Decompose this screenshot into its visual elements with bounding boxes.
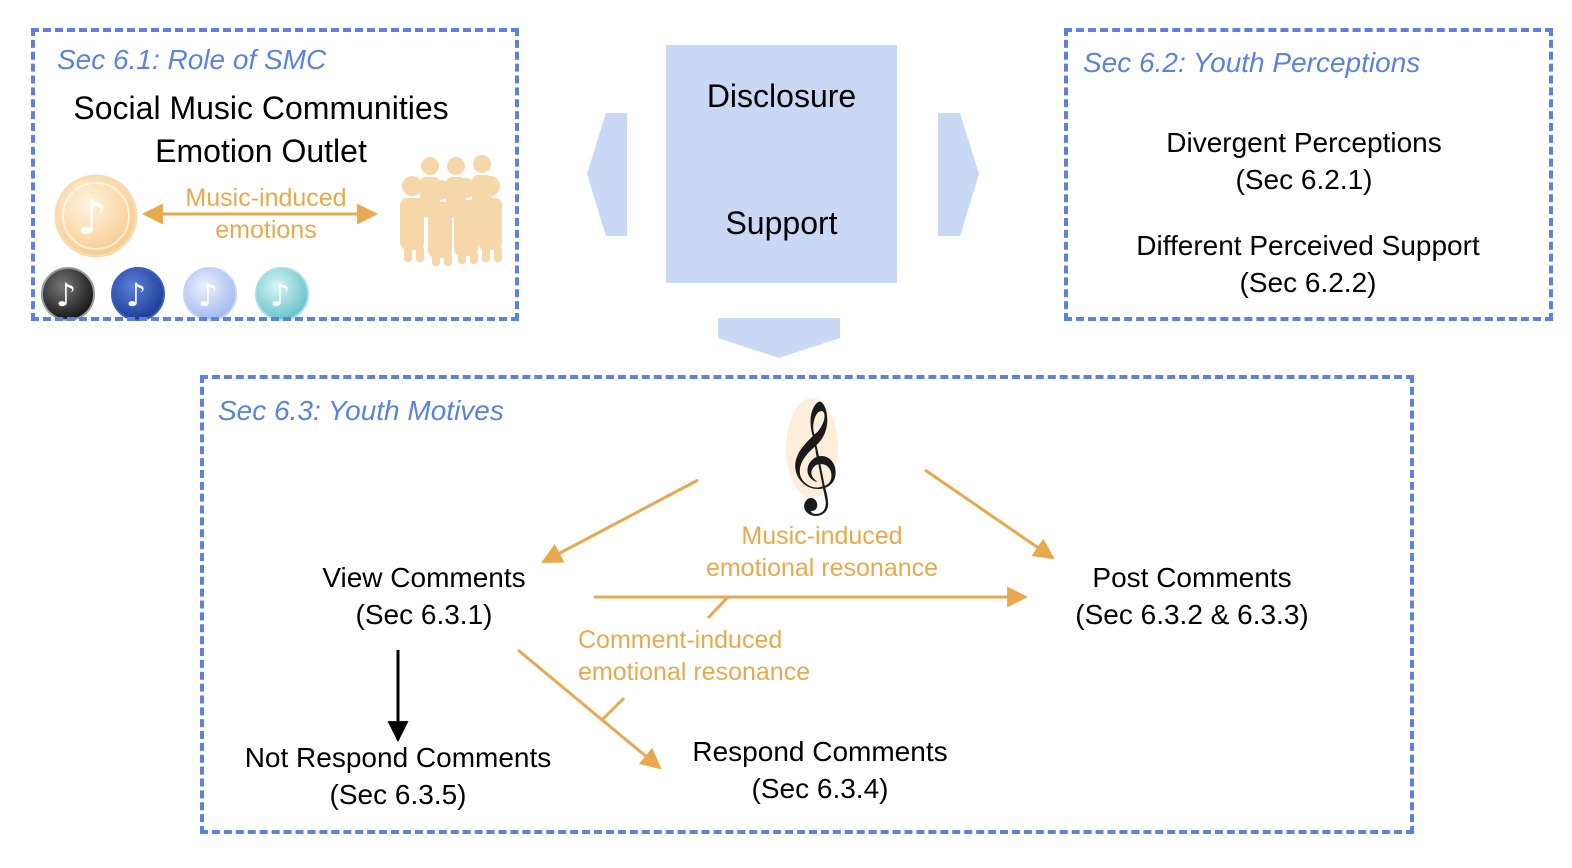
svg-text:𝄞: 𝄞 (784, 399, 841, 516)
sec-6-1-box (31, 28, 519, 321)
arrow-clef-to-view (541, 478, 699, 564)
not-respond-comments: Not Respond Comments (244, 742, 552, 773)
sec-6-1-title: Sec 6.1: Role of SMC (57, 44, 327, 75)
music-resonance-label: Music-induced (741, 522, 903, 550)
music-note-icon: ♪ (255, 267, 309, 321)
view-comments-ref: (Sec 6.3.1) (355, 599, 493, 630)
music-resonance-label-2: emotional resonance (705, 554, 939, 582)
smc-heading: Social Music Communities (73, 90, 449, 126)
arrow-clef-to-post (924, 468, 1055, 560)
svg-text:♪: ♪ (126, 276, 146, 314)
music-note-icon: ♪ (54, 174, 138, 258)
down-chevron-shape (718, 318, 840, 358)
sec-6-2-title: Sec 6.2: Youth Perceptions (1083, 47, 1421, 78)
respond-comments-ref: (Sec 6.3.4) (751, 773, 889, 804)
divergent-perceptions: Divergent Perceptions (1166, 127, 1442, 158)
svg-text:♪: ♪ (77, 190, 108, 246)
different-perceived-support-ref: (Sec 6.2.2) (1239, 267, 1377, 298)
left-chevron-shape (587, 113, 627, 236)
emotion-outlet-heading: Emotion Outlet (155, 133, 367, 169)
svg-text:♪: ♪ (56, 276, 76, 314)
divergent-perceptions-ref: (Sec 6.2.1) (1235, 164, 1373, 195)
music-resonance-connector (706, 595, 730, 620)
treble-clef-icon: 𝄞 (784, 398, 841, 516)
sec-6-3-title: Sec 6.3: Youth Motives (218, 395, 504, 426)
sec-6-3-box (200, 375, 1414, 834)
comment-resonance-label: Comment-induced (578, 626, 783, 654)
comment-resonance-connector (600, 696, 626, 722)
post-comments-ref: (Sec 6.3.2 & 6.3.3) (1075, 599, 1309, 630)
emotions-label: emotions (215, 216, 317, 244)
right-chevron-shape (938, 113, 979, 236)
post-comments: Post Comments (1092, 562, 1292, 593)
view-comments: View Comments (322, 562, 526, 593)
disclosure-support-box (666, 45, 897, 283)
music-note-icon: ♪ (183, 267, 237, 321)
disclosure-label: Disclosure (706, 78, 857, 114)
support-label: Support (725, 205, 838, 241)
svg-text:♪: ♪ (270, 276, 290, 314)
different-perceived-support: Different Perceived Support (1136, 230, 1480, 261)
not-respond-comments-ref: (Sec 6.3.5) (329, 779, 467, 810)
music-note-icon: ♪ (41, 267, 95, 321)
respond-comments: Respond Comments (692, 736, 948, 767)
arrow-view-to-respond (517, 648, 662, 770)
music-induced-label: Music-induced (185, 184, 347, 212)
people-group-icon (400, 155, 502, 266)
sec-6-2-box (1064, 28, 1553, 321)
comment-resonance-label-2: emotional resonance (578, 658, 811, 686)
svg-text:♪: ♪ (198, 276, 218, 314)
